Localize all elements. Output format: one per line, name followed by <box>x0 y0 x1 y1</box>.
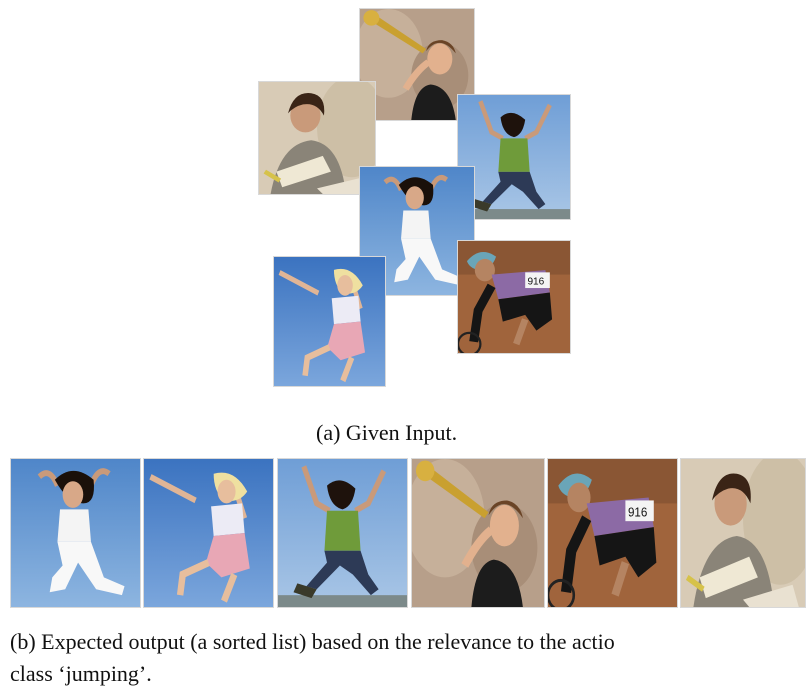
caption-a: (a) Given Input. <box>316 420 458 445</box>
output-rank-4-trumpet-girl <box>411 458 545 608</box>
input-photo-jumper-green-top <box>457 94 571 220</box>
output-rank-1-jumper-white-outfit <box>10 458 141 608</box>
svg-text:916: 916 <box>527 277 544 288</box>
output-rank-3-jumper-green-top <box>277 458 408 608</box>
caption-b-line-1: (b) Expected output (a sorted list) base… <box>10 629 615 654</box>
input-photo-blonde-girl-jumping <box>273 256 386 387</box>
output-rank-6-reading-woman <box>680 458 806 608</box>
input-photo-cyclist: 916 <box>457 240 571 354</box>
output-rank-5-cyclist: 916 <box>547 458 678 608</box>
input-photo-trumpet-girl <box>359 8 475 121</box>
input-photo-reading-woman <box>258 81 376 195</box>
caption-b-line-2: class ‘jumping’. <box>10 661 152 686</box>
svg-text:916: 916 <box>628 505 647 520</box>
output-rank-2-blonde-girl-jumping <box>143 458 274 608</box>
